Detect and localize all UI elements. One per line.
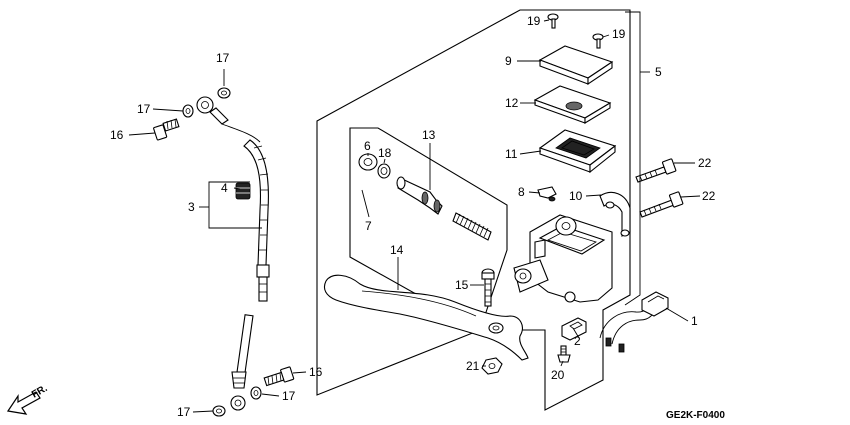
diagram-ref-code: GE2K-F0400 xyxy=(666,410,725,421)
switch-harness xyxy=(599,291,669,353)
cap-screw-left xyxy=(547,13,559,29)
callout-4: 4 xyxy=(221,181,228,195)
callout-11: 11 xyxy=(505,147,518,161)
callout-22b: 22 xyxy=(702,189,716,203)
callout-8: 8 xyxy=(518,185,525,199)
sealing-washer-top xyxy=(217,87,231,99)
callout-17b: 17 xyxy=(137,102,151,116)
callout-16a: 16 xyxy=(110,128,124,142)
assembly-frame xyxy=(316,9,631,411)
reservoir-diaphragm xyxy=(538,129,617,174)
lever-pivot-bolt xyxy=(481,268,495,307)
callout-20: 20 xyxy=(551,368,565,382)
callout-labels: 1 2 3 4 5 6 7 8 9 10 11 12 13 14 15 16 1… xyxy=(110,14,716,419)
sealing-washer-lower xyxy=(250,386,262,400)
callout-10: 10 xyxy=(569,189,583,203)
cap-screw-right xyxy=(592,33,604,49)
reservoir-cap xyxy=(538,45,614,86)
callout-17c: 17 xyxy=(282,389,296,403)
callout-2: 2 xyxy=(574,334,581,348)
callout-13: 13 xyxy=(422,128,436,142)
front-direction-arrow: FR. xyxy=(6,383,50,415)
brake-lever xyxy=(323,274,529,361)
brake-hose xyxy=(196,96,270,411)
front-direction-label: FR. xyxy=(30,383,50,401)
callout-1: 1 xyxy=(691,314,698,328)
callout-15: 15 xyxy=(455,278,469,292)
master-cylinder-body xyxy=(513,214,613,303)
holder-bolt-lower xyxy=(639,191,684,218)
diaphragm-plate xyxy=(533,85,612,124)
callout-9: 9 xyxy=(505,54,512,68)
callout-19a: 19 xyxy=(527,14,541,28)
callout-17a: 17 xyxy=(216,51,230,65)
circlip xyxy=(377,163,391,179)
callout-18: 18 xyxy=(378,146,392,160)
callout-16b: 16 xyxy=(309,365,323,379)
callout-22a: 22 xyxy=(698,156,712,170)
callout-14: 14 xyxy=(390,243,404,257)
callout-17d: 17 xyxy=(177,405,191,419)
callout-3: 3 xyxy=(188,200,195,214)
callout-12: 12 xyxy=(505,96,519,110)
piston-boot xyxy=(358,153,378,171)
callout-21: 21 xyxy=(466,359,480,373)
handlebar-holder xyxy=(599,191,631,237)
hose-grommet xyxy=(235,182,251,200)
holder-bolt-upper xyxy=(635,158,677,183)
switch-screw xyxy=(557,345,571,363)
piston xyxy=(396,176,443,215)
sealing-washer-bottom xyxy=(212,405,226,417)
sealing-washer-upper xyxy=(182,104,194,118)
leader-lines xyxy=(128,11,701,413)
oil-bolt-upper xyxy=(153,118,180,141)
pivot-nut xyxy=(481,357,503,375)
callout-19b: 19 xyxy=(612,27,626,41)
piston-set-frame xyxy=(349,127,508,331)
callout-5: 5 xyxy=(655,65,662,79)
piston-spring xyxy=(452,212,492,241)
lever-pivot-spacer xyxy=(537,186,557,202)
callout-6: 6 xyxy=(364,139,371,153)
oil-bolt-lower xyxy=(263,366,295,387)
callout-7: 7 xyxy=(365,219,372,233)
